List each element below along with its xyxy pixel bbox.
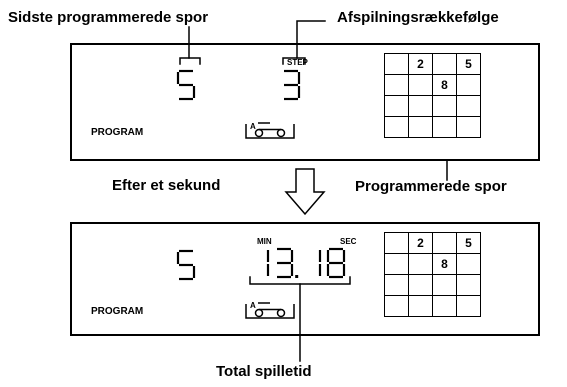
grid-row — [384, 295, 481, 317]
track-number-display — [176, 69, 196, 101]
program-label: PROGRAM — [91, 127, 144, 138]
tape-a-label: A — [250, 122, 256, 131]
tape-icon — [245, 122, 295, 139]
grid-cell: 5 — [456, 53, 481, 75]
step-number-display — [284, 69, 301, 101]
leader-line-step — [296, 20, 326, 59]
callout-after-one-second: Efter et sekund — [112, 177, 221, 194]
bracket-step — [282, 57, 306, 65]
sec-label: SEC — [340, 237, 357, 246]
program-label: PROGRAM — [91, 306, 144, 317]
bracket-track — [179, 57, 201, 65]
tape-icon — [245, 302, 295, 319]
decimal-point — [295, 275, 299, 278]
step-label: STEP — [287, 58, 308, 67]
callout-programmed-tracks: Programmerede spor — [355, 178, 507, 195]
grid-row: 8 — [384, 253, 481, 275]
grid-cell — [456, 116, 481, 138]
grid-row — [384, 95, 481, 117]
grid-row — [384, 116, 481, 138]
total-time-display — [266, 247, 346, 279]
grid-cell — [456, 295, 481, 317]
tape-a-label: A — [250, 301, 256, 310]
callout-play-order: Afspilningsrækkefølge — [337, 9, 499, 26]
callout-total-playing-time: Total spilletid — [216, 363, 312, 380]
callout-last-programmed-track: Sidste programmerede spor — [8, 9, 209, 26]
track-number-display — [176, 249, 196, 281]
down-arrow-icon — [284, 168, 326, 216]
min-label: MIN — [257, 237, 272, 246]
